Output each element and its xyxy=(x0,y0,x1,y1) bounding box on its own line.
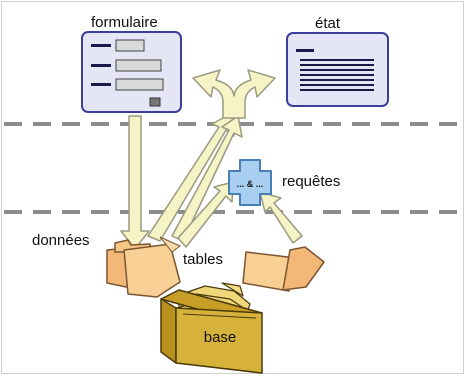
field-label-3 xyxy=(91,83,111,86)
label-formulaire: formulaire xyxy=(91,14,158,31)
folder-tables-icon xyxy=(242,246,325,292)
base-cabinet-icon xyxy=(160,282,263,374)
field-box-1 xyxy=(115,39,145,52)
arrows xyxy=(120,69,303,250)
field-label-2 xyxy=(91,64,111,67)
field-box-3 xyxy=(115,78,164,91)
arrow-formulaire-to-donnees xyxy=(120,115,150,250)
arrow-output-split xyxy=(192,69,276,119)
report-header-line xyxy=(296,49,314,52)
label-base: base xyxy=(204,329,237,346)
label-donnees: données xyxy=(32,232,90,249)
form-button xyxy=(149,97,161,107)
etat-window xyxy=(286,32,389,107)
formulaire-window xyxy=(81,31,182,113)
label-tables: tables xyxy=(183,251,223,268)
requete-symbol: ... & ... xyxy=(237,179,264,189)
report-text-lines xyxy=(300,59,374,91)
field-box-2 xyxy=(115,59,162,72)
folder-donnees-icon xyxy=(106,236,181,298)
label-etat: état xyxy=(315,15,341,32)
arrow-folder-to-requete xyxy=(259,191,303,244)
requete-plus-icon: ... & ... xyxy=(228,159,272,206)
label-requetes: requêtes xyxy=(282,173,340,190)
field-label-1 xyxy=(91,44,111,47)
